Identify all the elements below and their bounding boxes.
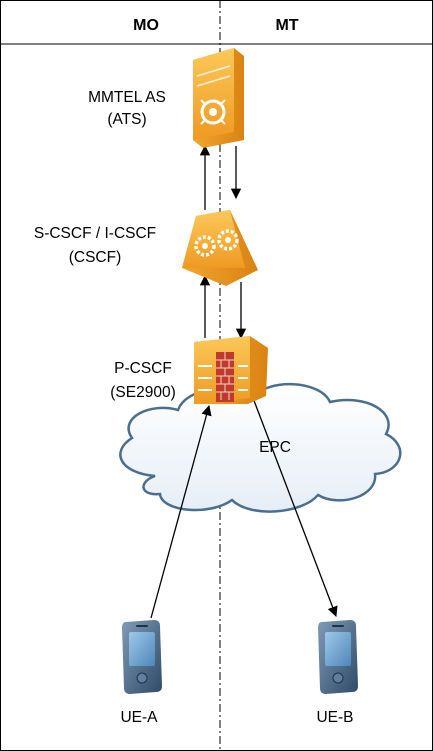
ue-a-label: UE-A: [120, 709, 158, 726]
application-server-icon: [193, 48, 244, 148]
firewall-icon: [194, 336, 268, 404]
header-mo: MO: [133, 17, 159, 34]
pcscf-label-alias: (SE2900): [110, 384, 175, 401]
mobile-phone-icon: [318, 620, 358, 694]
mmtel-label-alias: (ATS): [107, 111, 146, 128]
arrow-uea-to-pcscf: [150, 404, 212, 619]
ue-b-label: UE-B: [316, 709, 353, 726]
mobile-phone-icon: [122, 620, 162, 694]
cscf-gears-icon: [182, 210, 258, 286]
pcscf-label-name: P-CSCF: [114, 360, 172, 377]
cloud-icon: [119, 382, 402, 513]
mmtel-label-name: MMTEL AS: [88, 89, 166, 106]
cscf-label-alias: (CSCF): [69, 249, 122, 266]
epc-label: EPC: [259, 439, 291, 456]
header-mt: MT: [275, 17, 298, 34]
cscf-label-name: S-CSCF / I-CSCF: [34, 225, 156, 242]
arrow-pcscf-to-ueb: [252, 397, 338, 617]
